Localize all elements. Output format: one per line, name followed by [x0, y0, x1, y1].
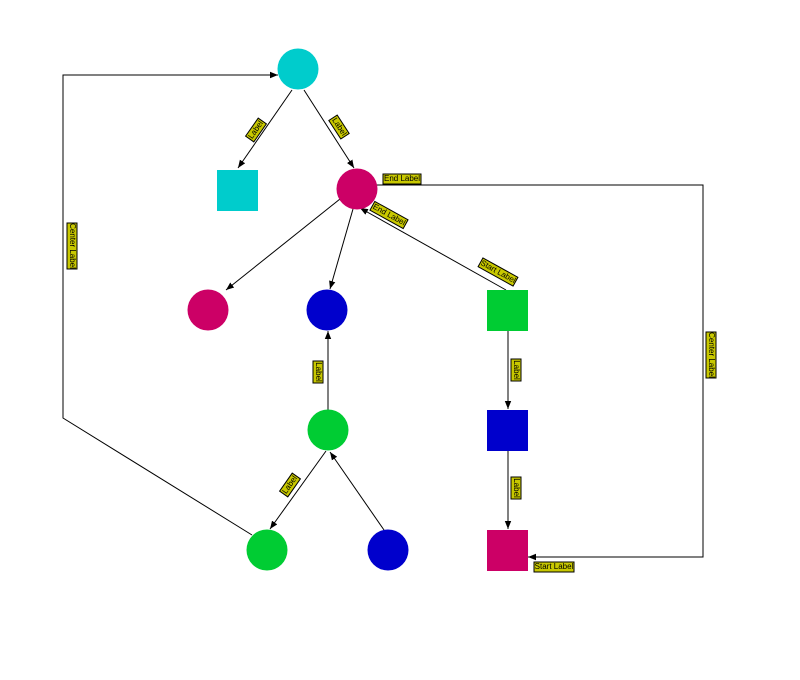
- svg-text:Start Label: Start Label: [479, 258, 517, 285]
- node-b-square[interactable]: [217, 170, 258, 211]
- node-d-circle[interactable]: [187, 289, 229, 331]
- edge-a-b[interactable]: [237, 89, 293, 169]
- svg-text:Label: Label: [512, 478, 521, 498]
- edge-i-a[interactable]: [62, 71, 278, 536]
- node-k-square[interactable]: [487, 530, 528, 571]
- node-e-circle[interactable]: [306, 289, 348, 331]
- edge-label-a-b: Label: [244, 117, 268, 143]
- svg-text:Label: Label: [512, 360, 521, 380]
- edge-j-g[interactable]: [329, 451, 385, 531]
- svg-text:Center Label: Center Label: [68, 223, 77, 269]
- edge-label-g-i: Label: [278, 472, 302, 498]
- node-g-circle[interactable]: [307, 409, 349, 451]
- edge-label-k-c-start: Start Label: [533, 561, 575, 573]
- edge-f-c[interactable]: [359, 207, 507, 291]
- edge-c-d[interactable]: [225, 198, 341, 291]
- node-j-circle[interactable]: [367, 529, 409, 571]
- nodes: [187, 48, 528, 571]
- edge-label-f-h: Label: [510, 358, 522, 382]
- svg-text:Center Label: Center Label: [707, 332, 716, 378]
- edge-label-f-c-start: Start Label: [477, 257, 519, 287]
- svg-text:End Label: End Label: [371, 202, 407, 227]
- edge-g-i[interactable]: [269, 450, 327, 530]
- edges: [62, 71, 704, 561]
- edge-label-k-c-end: End Label: [382, 173, 422, 185]
- svg-text:Label: Label: [314, 362, 323, 382]
- edge-k-c[interactable]: [377, 184, 704, 561]
- edge-a-c[interactable]: [303, 89, 355, 169]
- edge-label-a-c: Label: [328, 114, 350, 140]
- node-h-square[interactable]: [487, 410, 528, 451]
- edge-label-h-k: Label: [510, 476, 522, 500]
- svg-text:End Label: End Label: [384, 174, 420, 183]
- edge-label-i-a-center: Center Label: [66, 222, 78, 270]
- svg-text:Start Label: Start Label: [535, 562, 574, 571]
- node-a-circle[interactable]: [277, 48, 319, 90]
- node-i-circle[interactable]: [246, 529, 288, 571]
- edge-label-g-e: Label: [312, 360, 324, 384]
- edge-label-k-c-center: Center Label: [705, 331, 717, 379]
- node-c-circle[interactable]: [336, 168, 378, 210]
- edge-c-e[interactable]: [329, 208, 354, 290]
- node-f-square[interactable]: [487, 290, 528, 331]
